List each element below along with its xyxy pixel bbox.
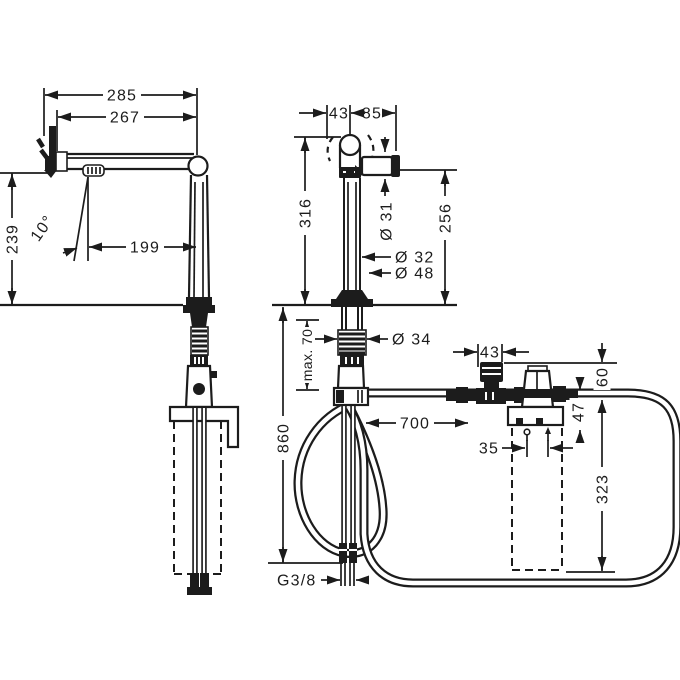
dim-hose-length: 860 — [268, 307, 343, 564]
spray-selector — [82, 164, 105, 177]
dim-label-199: 199 — [130, 240, 160, 257]
dim-label-85: 85 — [362, 106, 382, 123]
dim-head-height: 47 — [569, 377, 588, 443]
dim-label-max70: max. 70 — [299, 329, 315, 382]
dim-label-700: 700 — [400, 416, 430, 433]
dim-label-256: 256 — [438, 203, 455, 233]
swivel-range-arc-icon — [326, 136, 334, 162]
dim-base-diameter: Ø 48 — [369, 266, 435, 283]
dim-label-323: 323 — [595, 474, 612, 504]
dim-label-d48: Ø 48 — [395, 266, 435, 283]
riser-column-side — [187, 174, 211, 298]
swivel-joint — [187, 155, 209, 177]
filter-cartridge-dashed-outline — [511, 428, 563, 571]
mounting-shank-front — [332, 307, 370, 407]
dim-label-285: 285 — [107, 88, 137, 105]
dim-pipe-diameter: Ø 31 — [379, 179, 396, 241]
handle-lever-cap — [391, 155, 400, 177]
dim-label-g38: G3/8 — [277, 573, 317, 590]
hose-clearance-dashed-box — [173, 421, 222, 575]
g38-connector-nipples — [340, 563, 355, 586]
handle-assembly — [326, 133, 400, 178]
dim-label-47: 47 — [571, 402, 588, 422]
dim-label-43-valve: 43 — [480, 345, 500, 362]
dim-port-spacing: 35 — [479, 440, 573, 458]
dim-swivel-angle: 10° — [28, 176, 89, 262]
supply-hoses-side — [187, 408, 212, 595]
spout-arm — [62, 152, 194, 171]
dim-label-d31: Ø 31 — [379, 201, 396, 241]
mounting-shank-side — [183, 297, 217, 409]
dim-handle-length: 85 — [362, 105, 397, 152]
dim-reach-total: 285 — [43, 87, 198, 155]
hose-weight-bracket — [168, 405, 240, 449]
dim-connection-thread: G3/8 — [277, 573, 369, 590]
filter-head — [506, 365, 578, 441]
faucet-front-view — [272, 133, 680, 588]
dim-shank-diameter: Ø 32 — [362, 250, 435, 267]
dim-label-d34: Ø 34 — [392, 332, 432, 349]
filter-port-icons — [523, 427, 551, 441]
dim-outlet-height: 239 — [3, 173, 22, 305]
dim-inlet-height: 60 — [504, 343, 617, 413]
faucet-side-view — [0, 126, 240, 595]
supply-hoses-front — [339, 404, 357, 586]
pullout-spray-head — [36, 126, 68, 178]
dim-label-10deg: 10° — [28, 212, 58, 245]
handle-lever — [360, 155, 394, 177]
dim-label-239: 239 — [5, 224, 22, 254]
dim-hose-run: 700 — [366, 415, 468, 433]
shutoff-valve — [446, 362, 523, 404]
valve-knob — [480, 362, 503, 382]
dim-reach-spout: 267 — [56, 109, 196, 151]
dim-cartridge-height: 323 — [566, 412, 615, 573]
spray-hose-dash-icon — [36, 137, 45, 149]
dim-valve-width: 43 — [453, 344, 529, 367]
dim-label-d32: Ø 32 — [395, 250, 435, 267]
dim-label-35: 35 — [479, 441, 499, 458]
dim-hole-diameter: Ø 34 — [306, 332, 432, 349]
dim-label-316: 316 — [298, 198, 315, 228]
dim-label-43-handle: 43 — [329, 106, 349, 123]
dim-body-height: 316 — [294, 136, 341, 305]
dim-label-267: 267 — [110, 110, 140, 127]
riser-column-front — [331, 178, 373, 307]
dim-handle-height: 256 — [398, 169, 457, 305]
dim-label-860: 860 — [276, 423, 293, 453]
dim-label-60: 60 — [595, 367, 612, 387]
dim-deck-thickness: max. 70 — [296, 319, 319, 391]
dim-handle-offset: 43 — [299, 105, 365, 139]
dim-aerator-offset: 199 — [89, 239, 196, 257]
